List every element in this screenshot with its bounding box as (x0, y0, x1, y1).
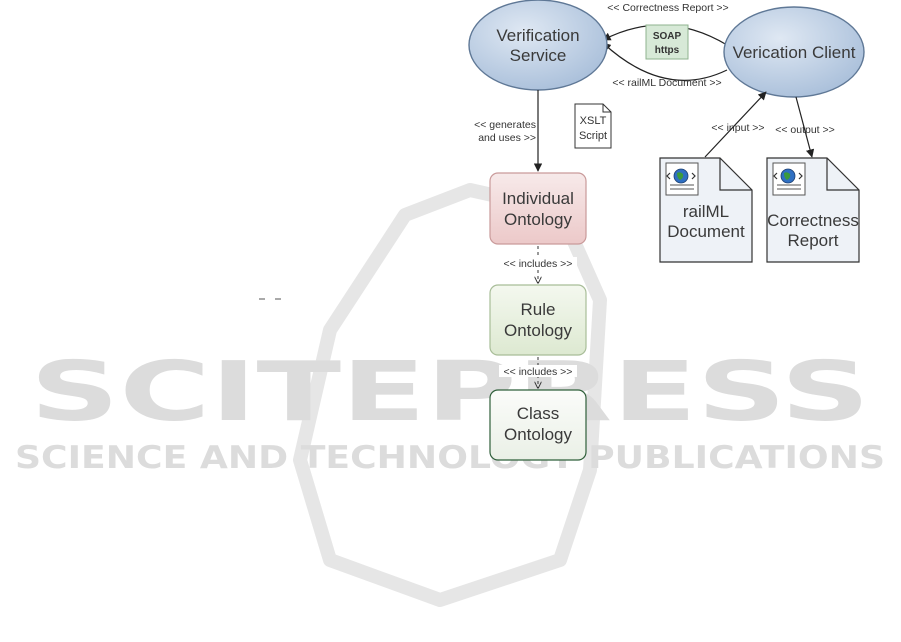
rule-ontology-line2: Ontology (504, 321, 573, 340)
railml-document-line1: railML (683, 202, 729, 221)
rule-ontology-line1: Rule (521, 300, 556, 319)
correctness-report-line2: Report (787, 231, 838, 250)
edge-label-input: << input >> (711, 122, 764, 134)
globe-document-icon (665, 162, 699, 196)
edge-output: << output >> (775, 96, 835, 158)
node-correctness-report: Correctness Report (766, 157, 860, 263)
edge-railml-document: << railML Document >> (602, 42, 728, 89)
xslt-line2: Script (579, 130, 607, 142)
node-xslt-script: XSLT Script (574, 103, 612, 149)
soap-box: SOAP https (645, 24, 689, 60)
verification-service-line1: Verification (496, 26, 579, 45)
individual-ontology-line1: Individual (502, 189, 574, 208)
edge-label-includes-2: << includes >> (504, 366, 573, 378)
edge-label-correctness-report: << Correctness Report >> (607, 2, 728, 14)
class-ontology-line1: Class (517, 404, 560, 423)
xslt-line1: XSLT (580, 115, 607, 127)
soap-label: SOAP (653, 31, 682, 42)
individual-ontology-line2: Ontology (504, 210, 573, 229)
node-rule-ontology: Rule Ontology (489, 284, 587, 356)
verification-service-line2: Service (510, 46, 567, 65)
node-verification-service: Verification Service (468, 0, 608, 91)
edge-generates-uses: << generates and uses >> (474, 90, 543, 172)
node-railml-document: railML Document (659, 157, 753, 263)
node-class-ontology: Class Ontology (489, 389, 587, 461)
edge-label-generates-line1: << generates (474, 119, 536, 131)
edge-includes-1: << includes >> (499, 246, 577, 283)
railml-document-line2: Document (667, 222, 745, 241)
node-individual-ontology: Individual Ontology (489, 172, 587, 245)
globe-report-icon (772, 162, 806, 196)
edge-label-includes-1: << includes >> (504, 258, 573, 270)
edge-label-railml-document: << railML Document >> (612, 77, 721, 89)
edge-input: << input >> (704, 91, 767, 158)
edge-label-generates-line2: and uses >> (478, 132, 536, 144)
correctness-report-line1: Correctness (767, 211, 859, 230)
watermark-brand: SCITEPRESS (30, 345, 870, 440)
watermark: SCITEPRESS SCIENCE AND TECHNOLOGY PUBLIC… (15, 183, 885, 607)
class-ontology-line2: Ontology (504, 425, 573, 444)
https-label: https (655, 45, 680, 56)
node-verification-client: Verication Client (723, 6, 865, 98)
verification-client-label: Verication Client (733, 43, 856, 62)
edge-label-output: << output >> (775, 124, 835, 136)
edge-includes-2: << includes >> (499, 357, 577, 388)
watermark-tagline: SCIENCE AND TECHNOLOGY PUBLICATIONS (15, 440, 885, 476)
